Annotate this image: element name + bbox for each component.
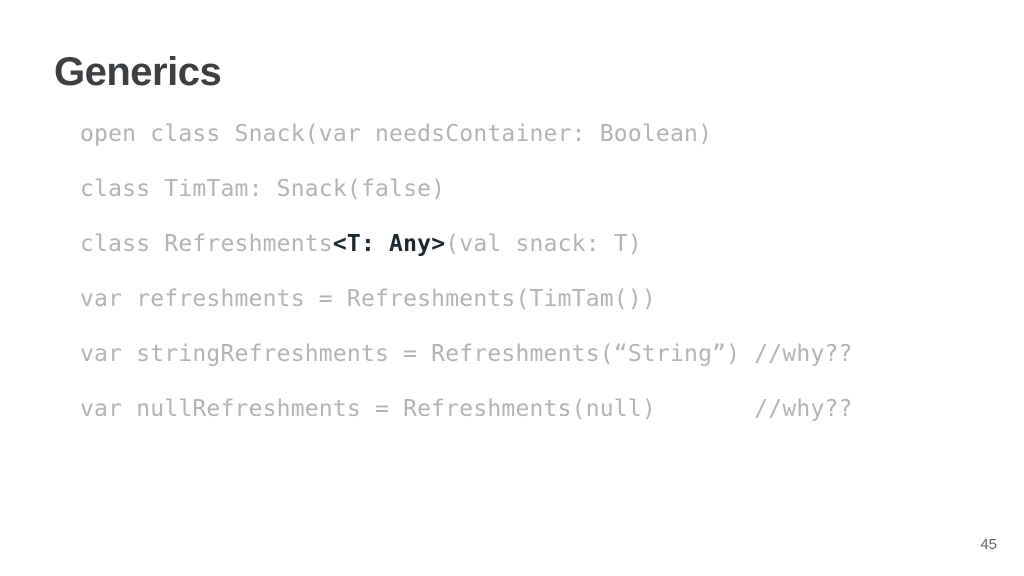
code-text: var refreshments = Refreshments(TimTam()… bbox=[80, 286, 656, 312]
code-line: open class Snack(var needsContainer: Boo… bbox=[80, 107, 853, 162]
code-line: var stringRefreshments = Refreshments(“S… bbox=[80, 327, 853, 382]
code-line: var refreshments = Refreshments(TimTam()… bbox=[80, 272, 853, 327]
code-line: var nullRefreshments = Refreshments(null… bbox=[80, 382, 853, 437]
code-text: (val snack: T) bbox=[445, 231, 642, 257]
page-number: 45 bbox=[980, 536, 997, 553]
slide-title: Generics bbox=[54, 50, 222, 94]
code-text: open class Snack(var needsContainer: Boo… bbox=[80, 121, 713, 147]
code-text: class Refreshments bbox=[80, 231, 333, 257]
code-text-generic-param-bold: <T: Any> bbox=[332, 231, 446, 257]
code-text: var nullRefreshments = Refreshments(null… bbox=[80, 396, 853, 422]
code-line: class TimTam: Snack(false) bbox=[80, 162, 853, 217]
code-text: var stringRefreshments = Refreshments(“S… bbox=[80, 341, 853, 367]
code-block: open class Snack(var needsContainer: Boo… bbox=[80, 107, 853, 437]
code-text: class TimTam: Snack(false) bbox=[80, 176, 446, 202]
code-line: class Refreshments<T: Any>(val snack: T) bbox=[80, 217, 853, 272]
